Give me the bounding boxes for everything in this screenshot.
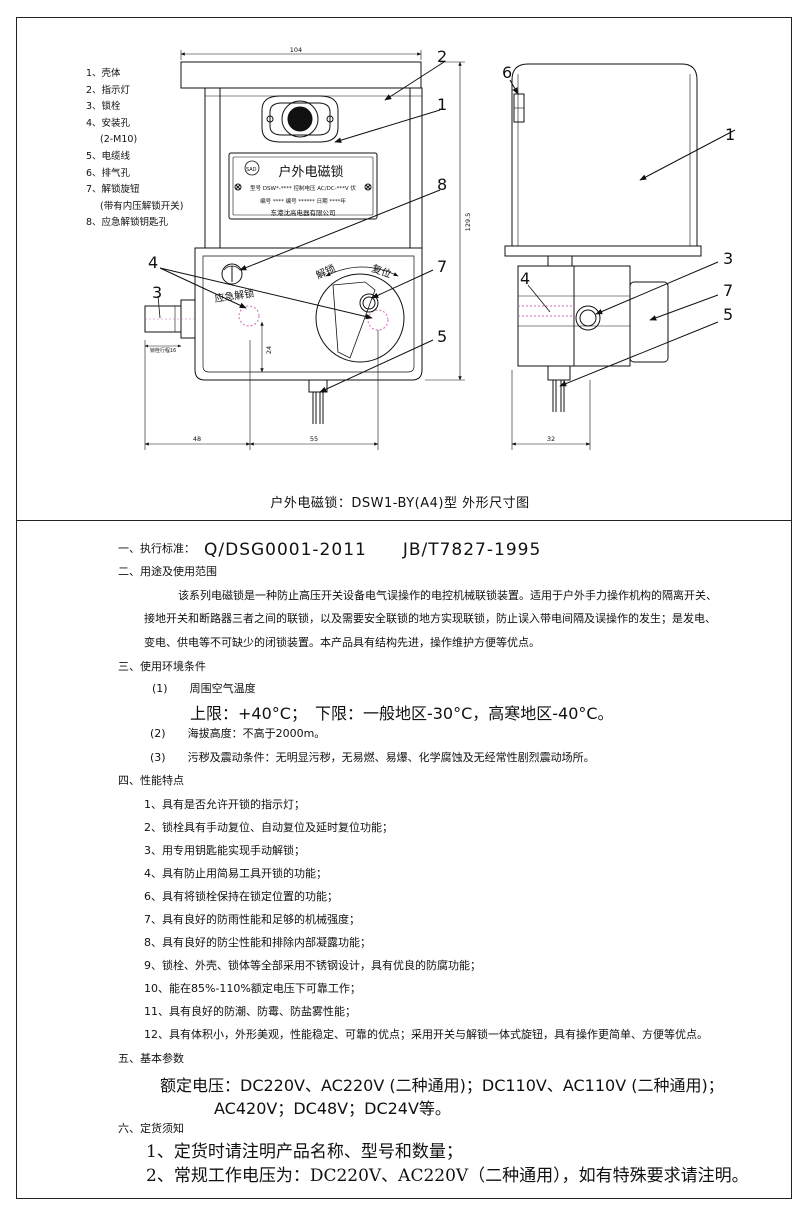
page-frame bbox=[16, 17, 792, 1199]
s3-2: (2) 海拔高度：不高于2000m。 bbox=[150, 727, 326, 740]
dim-vertical: 24 bbox=[265, 346, 273, 354]
callout-2: 2 bbox=[437, 47, 447, 66]
mount-hole-left bbox=[238, 305, 260, 327]
drawing-caption: 户外电磁锁：DSW1-BY(A4)型 外形尺寸图 bbox=[270, 496, 530, 511]
feature-item: 1、具有是否允许开锁的指示灯； bbox=[144, 798, 305, 811]
leader-1-side bbox=[639, 129, 736, 181]
plate-serial: 编号 **** 编号 ****** 日期 ****年 bbox=[260, 197, 346, 205]
s2-p3: 变电、供电等不可缺少的闭锁装置。本产品具有结构先进，操作维护方便等优点。 bbox=[144, 636, 540, 649]
leader-5-side bbox=[559, 321, 719, 387]
callout-4-side: 4 bbox=[520, 269, 530, 288]
callout-6-side: 6 bbox=[502, 63, 512, 82]
leader-8 bbox=[239, 189, 441, 271]
plate-title: 户外电磁锁 bbox=[278, 164, 343, 180]
s2-title: 二、用途及使用范围 bbox=[118, 565, 217, 578]
legend-item: 8、应急解锁钥匙孔 bbox=[86, 217, 169, 229]
key-hole bbox=[221, 263, 243, 285]
side-knob bbox=[629, 281, 669, 363]
dim-bolt: 锁栓行程16 bbox=[150, 347, 176, 354]
parts-legend: 1、壳体 2、指示灯 3、锁栓 4、安装孔 (2-M10) 5、电缆线 6、排气… bbox=[86, 66, 183, 232]
callout-1: 1 bbox=[437, 95, 447, 114]
dim-bottom: 55 bbox=[310, 435, 318, 443]
legend-item: 6、排气孔 bbox=[86, 167, 131, 179]
callout-3: 3 bbox=[152, 283, 162, 302]
feature-item: 10、能在85%-110%额定电压下可靠工作； bbox=[144, 982, 361, 995]
s5-title: 五、基本参数 bbox=[118, 1052, 184, 1065]
leader-4b bbox=[159, 267, 373, 320]
plate-model: 型号 DSW*-**** 控制电压 AC/DC-***V 伏 bbox=[250, 184, 356, 192]
s3-3: (3) 污秽及震动条件：无明显污秽，无易燃、易爆、化学腐蚀及无经常性剧烈震动场所… bbox=[150, 751, 595, 764]
s6-note-1: 1、定货时请注明产品名称、型号和数量； bbox=[146, 1142, 463, 1162]
s1-standards: Q/DSG0001-2011 JB/T7827-1995 bbox=[204, 540, 542, 560]
indicator-lamp bbox=[287, 106, 313, 132]
s2-p1: 该系列电磁锁是一种防止高压开关设备电气误操作的电控机械联锁装置。适用于户外手力操… bbox=[178, 589, 717, 602]
feature-item: 2、锁栓具有手动复位、自动复位及延时复位功能； bbox=[144, 821, 393, 834]
callout-7-side: 7 bbox=[723, 281, 733, 300]
dim-side: 32 bbox=[547, 435, 555, 443]
legend-item: 3、锁栓 bbox=[86, 101, 121, 113]
s6-note-2: 2、常规工作电压为：DC220V、AC220V（二种通用），如有特殊要求请注明。 bbox=[146, 1166, 749, 1186]
leader-6 bbox=[509, 79, 519, 95]
s3-title: 三、使用环境条件 bbox=[118, 660, 206, 673]
legend-item: 2、指示灯 bbox=[86, 84, 131, 96]
legend-item: (带有内压解锁开关) bbox=[100, 200, 184, 212]
feature-item: 9、锁栓、外壳、锁体等全部采用不锈钢设计，具有优良的防腐功能； bbox=[144, 959, 481, 972]
feature-item: 7、具有良好的防雨性能和足够的机械强度； bbox=[144, 913, 360, 926]
s3-1b: 上限：+40°C； 下限：一般地区-30°C，高寒地区-40°C。 bbox=[190, 704, 614, 723]
s3-1: (1) 周围空气温度 bbox=[152, 682, 256, 695]
legend-item: (2-M10) bbox=[100, 134, 138, 146]
leader-4a bbox=[159, 267, 247, 309]
legend-item: 1、壳体 bbox=[86, 68, 121, 79]
leader-7 bbox=[371, 269, 434, 299]
plate-logo: SAD bbox=[246, 167, 257, 173]
legend-item: 7、解锁旋钮 bbox=[86, 184, 140, 196]
callout-1-side: 1 bbox=[725, 125, 735, 144]
callout-5-side: 5 bbox=[723, 305, 733, 324]
dim-width: 104 bbox=[290, 46, 302, 54]
leader-5 bbox=[319, 339, 434, 393]
s2-p2: 接地开关和断路器三者之间的联锁，以及需要安全联锁的地方实现联锁，防止误入带电间隔… bbox=[144, 612, 716, 625]
callout-8: 8 bbox=[437, 175, 447, 194]
s5-voltage-2: AC420V；DC48V；DC24V等。 bbox=[214, 1099, 451, 1118]
s5-voltage-1: 额定电压：DC220V、AC220V (二种通用)；DC110V、AC110V … bbox=[160, 1076, 724, 1095]
lower-box bbox=[194, 247, 423, 381]
mount-hole-right bbox=[367, 309, 389, 331]
s1-label: 一、执行标准： bbox=[118, 542, 195, 555]
indicator-flange bbox=[261, 95, 339, 143]
feature-item: 3、用专用钥匙能实现手动解锁； bbox=[144, 844, 305, 857]
callout-3-side: 3 bbox=[723, 249, 733, 268]
leader-1 bbox=[334, 109, 441, 143]
callout-5: 5 bbox=[437, 327, 447, 346]
side-bolt bbox=[575, 305, 601, 331]
side-view-body bbox=[511, 63, 698, 247]
callout-4: 4 bbox=[148, 253, 158, 272]
callout-7: 7 bbox=[437, 257, 447, 276]
legend-item: 4、安装孔 bbox=[86, 117, 131, 129]
dim-height: 129.5 bbox=[464, 213, 472, 232]
s6-title: 六、定货须知 bbox=[118, 1122, 184, 1135]
feature-item: 6、具有将锁栓保持在锁定位置的功能； bbox=[144, 890, 338, 903]
leader-3-side bbox=[595, 261, 719, 315]
s4-title: 四、性能特点 bbox=[118, 774, 184, 787]
legend-item: 5、电缆线 bbox=[86, 150, 131, 162]
leader-2 bbox=[384, 61, 445, 101]
cable bbox=[308, 379, 328, 393]
leader-7-side bbox=[649, 294, 719, 321]
outline-drawing: 2 1 8 4 3 7 5 6 1 3 7 5 4 104 129.5 48 5… bbox=[144, 46, 736, 450]
plate-maker: 东港沈高电器有限公司 bbox=[271, 208, 336, 217]
dim-left: 48 bbox=[193, 435, 201, 443]
feature-item: 4、具有防止用简易工具开锁的功能； bbox=[144, 867, 327, 880]
section-divider bbox=[16, 520, 792, 521]
name-plate bbox=[228, 152, 378, 220]
feature-item: 12、具有体积小，外形美观，性能稳定、可靠的优点；采用开关与解锁一体式旋钮，具有… bbox=[144, 1028, 708, 1041]
feature-item: 8、具有良好的防尘性能和排除内部凝露功能； bbox=[144, 936, 371, 949]
feature-item: 11、具有良好的防潮、防霉、防盐雾性能； bbox=[144, 1005, 356, 1018]
